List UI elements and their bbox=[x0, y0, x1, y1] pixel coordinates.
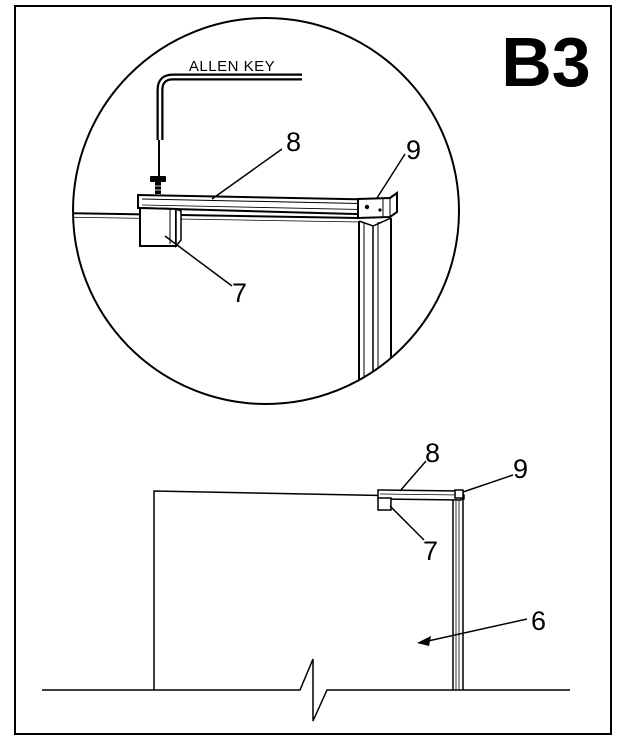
page-frame bbox=[14, 5, 612, 735]
set-screw bbox=[150, 176, 166, 194]
step-label: B3 bbox=[501, 23, 590, 101]
callout-clamp: 7 bbox=[232, 278, 247, 308]
overview-view: 8 9 7 6 bbox=[42, 438, 570, 722]
detail-view: ALLEN KEY 8 9 7 bbox=[72, 17, 460, 405]
overview-callout-clamp: 7 bbox=[423, 536, 438, 566]
callout-end-cap: 9 bbox=[406, 135, 421, 165]
overview-post bbox=[452, 496, 464, 690]
glass-clamp bbox=[139, 206, 182, 249]
leader-clamp bbox=[164, 235, 233, 287]
overview-clamp bbox=[377, 497, 392, 511]
glass-panel bbox=[153, 490, 456, 690]
overview-leader-end-cap bbox=[462, 474, 514, 493]
end-cap bbox=[357, 191, 398, 220]
leader-end-cap bbox=[376, 153, 406, 199]
overview-callout-panel: 6 bbox=[531, 606, 546, 636]
overview-callout-end-cap: 9 bbox=[513, 454, 528, 484]
overview-leader-panel bbox=[418, 618, 528, 644]
overview-end-cap bbox=[454, 489, 464, 499]
callout-bracket: 8 bbox=[286, 127, 301, 157]
tool-label: ALLEN KEY bbox=[189, 58, 275, 75]
allen-key bbox=[156, 73, 302, 176]
glass-panel-edge bbox=[73, 212, 361, 219]
overview-leader-bracket bbox=[399, 460, 427, 492]
overview-callout-bracket: 8 bbox=[425, 438, 440, 468]
overview-leader-clamp bbox=[389, 505, 425, 541]
floor-line bbox=[42, 658, 570, 722]
leader-bracket bbox=[211, 148, 283, 200]
support-bar bbox=[137, 193, 393, 217]
